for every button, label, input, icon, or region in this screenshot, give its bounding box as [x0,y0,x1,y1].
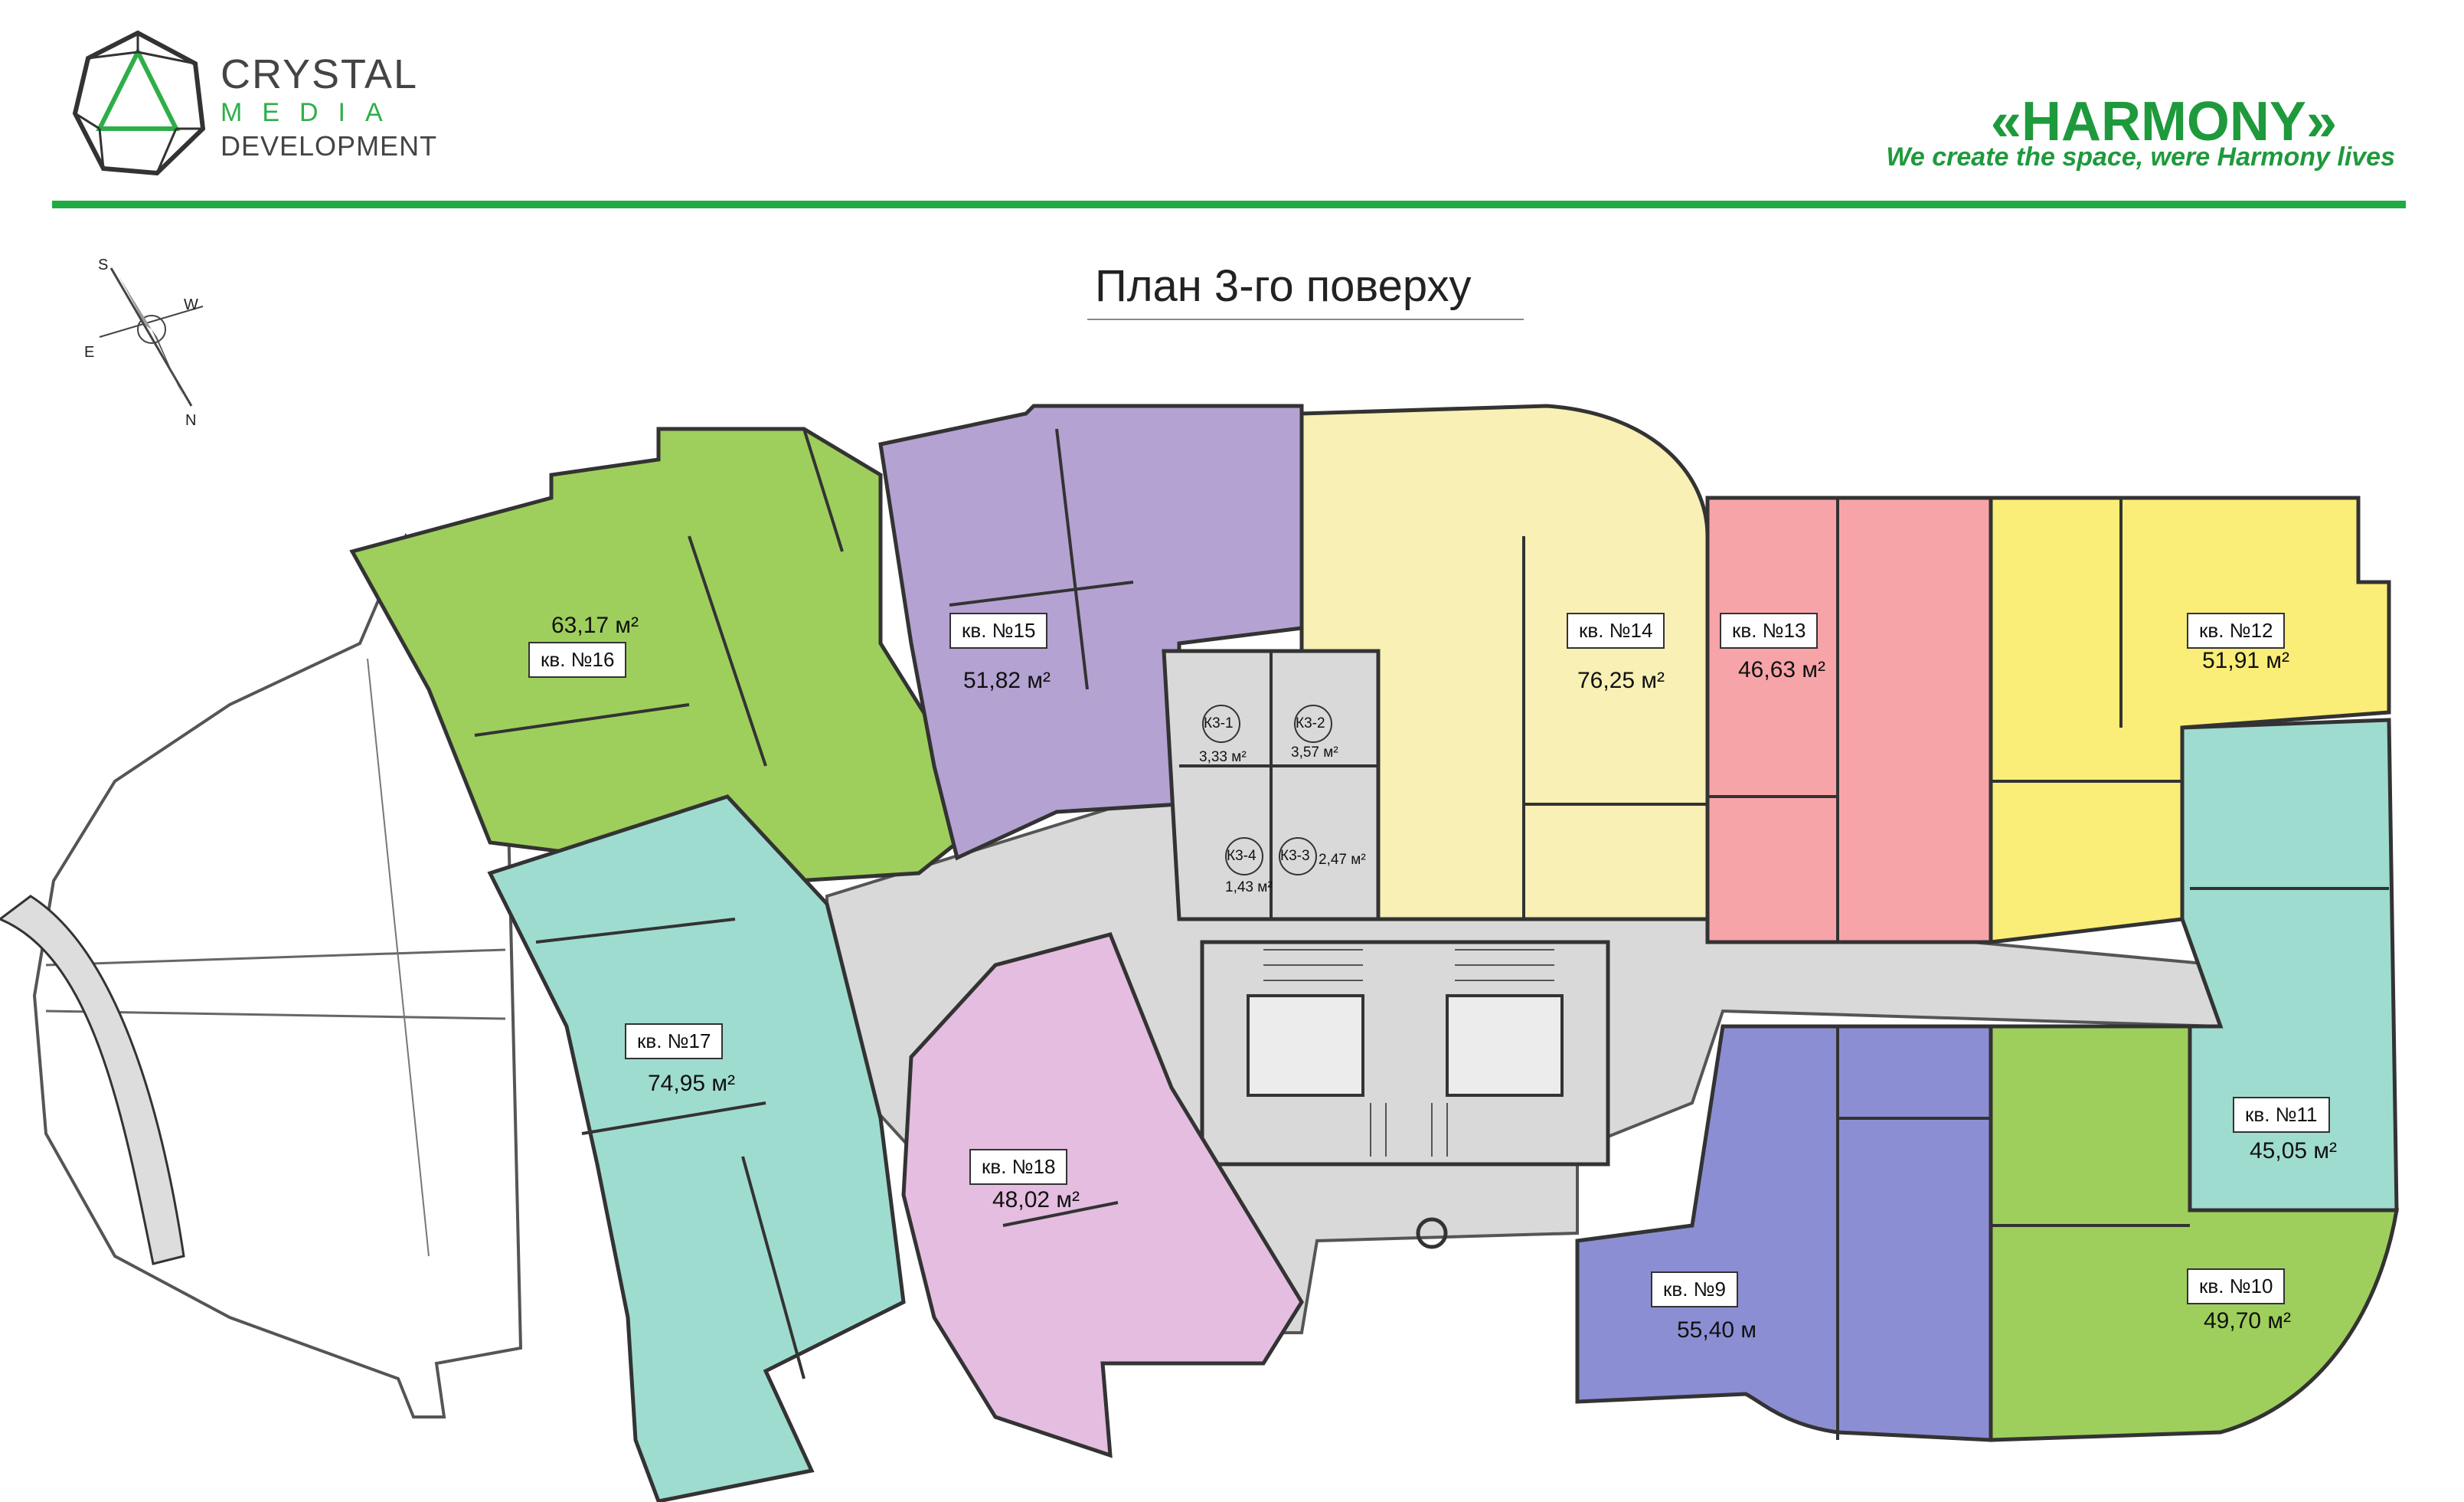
apartment-18-area: 48,02 м² [992,1187,1080,1212]
storage-k3-2-area: 3,57 м² [1291,744,1338,761]
apartment-18 [901,932,1304,1458]
apartment-14-area: 76,25 м² [1577,668,1665,693]
crystal-logo-icon [72,30,206,176]
apartment-15-area: 51,82 м² [963,668,1051,693]
plan-title: План 3-го поверху [1095,261,1472,311]
apartment-11 [2180,718,2399,1212]
apartment-17 [487,794,906,1502]
apartment-16-area: 63,17 м² [551,613,639,638]
apartment-15-label: кв. №15 [949,613,1048,649]
storage-k3-1-code: К3-1 [1204,715,1234,731]
header-divider [52,201,2406,208]
apartment-12-label: кв. №12 [2187,613,2286,649]
project-title: «HARMONY» [1990,91,2337,152]
apartment-9-label: кв. №9 [1651,1271,1738,1307]
apartment-17-label: кв. №17 [625,1023,724,1059]
storage-k3-2-code: К3-2 [1296,715,1325,731]
apartment-10 [1989,1024,2399,1442]
compass-w: W [184,296,198,313]
apartment-11-area: 45,05 м² [2250,1138,2338,1163]
storage-k3-3-code: К3-3 [1280,848,1310,864]
storage-k3-2-marker [1294,705,1332,743]
compass-s: S [98,257,108,273]
apartment-17-area: 74,95 м² [648,1071,736,1096]
compass-n: N [185,412,196,429]
brand-name: CRYSTAL [221,51,419,97]
brand-development: DEVELOPMENT [221,130,438,162]
apartment-12-area: 51,91 м² [2202,648,2290,673]
storage-k3-4-code: К3-4 [1227,848,1257,864]
apartment-13-label: кв. №13 [1720,613,1819,649]
storage-k3-4-marker [1225,837,1263,875]
apartment-13-area: 46,63 м² [1738,657,1826,682]
compass-e: E [84,344,94,361]
apartment-10-area: 49,70 м² [2204,1308,2292,1333]
apartment-9-area: 55,40 м [1677,1317,1757,1343]
brand-media: MEDIA [221,98,403,127]
apartment-11-label: кв. №11 [2233,1097,2330,1133]
apartment-10-label: кв. №10 [2187,1268,2286,1304]
apartment-18-label: кв. №18 [969,1149,1068,1185]
storage-k3-3-marker [1279,837,1317,875]
apartment-16-label: кв. №16 [528,642,627,678]
storage-k3-3-area: 2,47 м² [1319,852,1366,868]
title-underline [1087,319,1524,320]
storage-k3-1-area: 3,33 м² [1199,749,1247,765]
storage-k3-4-area: 1,43 м² [1225,879,1273,895]
apartment-14-label: кв. №14 [1567,613,1665,649]
project-slogan: We create the space, were Harmony lives [1886,142,2395,172]
apartment-13 [1705,496,1993,944]
compass-rose-icon: S W E N [84,257,204,429]
storage-k3-1-marker [1202,705,1240,743]
apartment-12 [1989,496,2391,944]
